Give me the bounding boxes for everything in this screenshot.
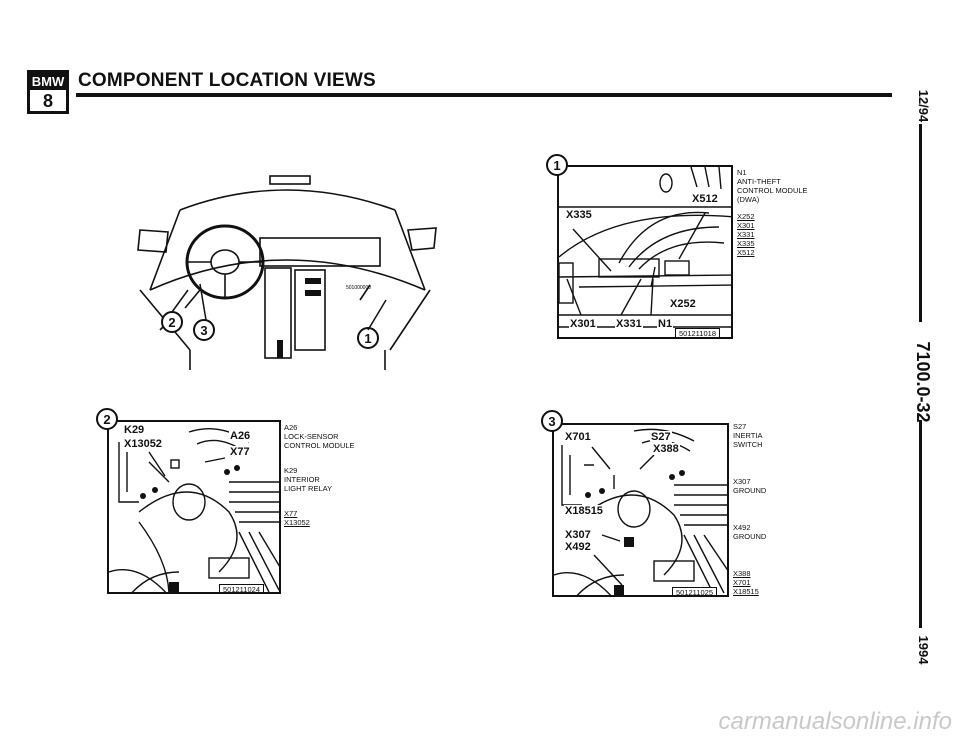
- panel-3-desc-line: X307: [733, 477, 751, 486]
- panel-3-number: 3: [541, 410, 563, 432]
- panel-3-desc-line: GROUND: [733, 486, 767, 495]
- panel-2-description: A26 LOCK-SENSOR CONTROL MODULE K29 INTER…: [284, 423, 355, 527]
- panel-1-callout-x335: X335: [565, 209, 593, 221]
- side-date: 12/94: [916, 89, 931, 123]
- panel-1-callout-x512: X512: [691, 193, 719, 205]
- panel-3-part-number: 501211025: [672, 587, 717, 595]
- panel-2: K29 X13052 A26 X77 501211024: [107, 420, 281, 594]
- panel-2-desc-line: K29: [284, 466, 298, 475]
- panel-1-desc-line: ANTI-THEFT: [737, 177, 781, 186]
- panel-1-callout-x331: X331: [615, 318, 643, 330]
- panel-1-desc-line: (DWA): [737, 195, 760, 204]
- panel-1-number: 1: [546, 154, 568, 176]
- panel-2-callout-a26: A26: [229, 430, 252, 442]
- overview-callout-3: 3: [193, 319, 215, 341]
- panel-3-connector: X701: [733, 578, 751, 587]
- panel-2-part-number: 501211024: [219, 584, 264, 592]
- panel-1-connector: X335: [737, 239, 755, 248]
- panel-1-callout-x252: X252: [669, 298, 697, 310]
- panel-3-desc-line: GROUND: [733, 532, 767, 541]
- panel-3-callout-x18515: X18515: [564, 505, 604, 517]
- overview-leaders: [171, 283, 387, 331]
- panel-2-callout-x13052: X13052: [123, 438, 163, 450]
- panel-3-desc-line: S27: [733, 422, 747, 431]
- panel-3-callout-x492: X492: [564, 541, 592, 553]
- logo-brand: BMW: [30, 73, 66, 90]
- panel-3-description: S27 INERTIA SWITCH X307 GROUND X492 GROU…: [733, 422, 766, 596]
- panel-1-callout-n1: N1: [657, 318, 674, 330]
- panel-2-desc-line: LIGHT RELAY: [284, 484, 333, 493]
- panel-3-desc-line: SWITCH: [733, 440, 763, 449]
- panel-2-desc-line: CONTROL MODULE: [284, 441, 355, 450]
- panel-2-connector: X13052: [284, 518, 310, 527]
- panel-2-desc-line: LOCK-SENSOR: [284, 432, 339, 441]
- panel-3: X701 S27 X388 X18515 X307 X492 501211025: [552, 423, 729, 597]
- side-code: 7100.0-32: [913, 341, 933, 423]
- side-year: 1994: [916, 635, 931, 665]
- panel-2-callout-x77: X77: [229, 446, 251, 458]
- panel-3-callout-s27: S27: [650, 431, 672, 443]
- panel-3-desc-line: INERTIA: [733, 431, 763, 440]
- panel-1-desc-line: CONTROL MODULE: [737, 186, 808, 195]
- panel-2-connector: X77: [284, 509, 298, 518]
- panel-3-callout-x388: X388: [652, 443, 680, 455]
- logo-series: 8: [42, 91, 53, 111]
- panel-2-desc-line: INTERIOR: [284, 475, 320, 484]
- panel-3-connector: X388: [733, 569, 751, 578]
- overview-callout-1: 1: [357, 327, 379, 349]
- page-title: COMPONENT LOCATION VIEWS: [78, 70, 376, 91]
- side-rule-bottom: [919, 420, 922, 628]
- panel-2-callout-k29: K29: [123, 424, 146, 436]
- panel-2-desc-line: A26: [284, 423, 298, 432]
- panel-1-connector: X252: [737, 212, 755, 221]
- panel-1-connector: X512: [737, 248, 755, 257]
- panel-3-desc-line: X492: [733, 523, 751, 532]
- title-rule: [76, 93, 892, 97]
- side-rule-top: [919, 124, 922, 322]
- panel-1-description: N1 ANTI-THEFT CONTROL MODULE (DWA) X252 …: [737, 168, 808, 257]
- overview-code: 501000000: [346, 285, 371, 291]
- watermark: carmanualsonline.info: [718, 708, 952, 735]
- panel-2-number: 2: [96, 408, 118, 430]
- bmw-logo: BMW 8: [27, 70, 69, 114]
- panel-3-callout-x307: X307: [564, 529, 592, 541]
- panel-1-connector: X331: [737, 230, 755, 239]
- panel-3-connector: X18515: [733, 587, 759, 596]
- panel-1: X335 X512 X252 X301 X331 N1 501211018: [557, 165, 733, 339]
- panel-1-callout-x301: X301: [569, 318, 597, 330]
- panel-2-illustration: [109, 427, 279, 592]
- panel-1-desc-line: N1: [737, 168, 747, 177]
- panel-1-connector: X301: [737, 221, 755, 230]
- panel-3-callout-x701: X701: [564, 431, 592, 443]
- panel-1-part-number: 501211018: [675, 328, 720, 337]
